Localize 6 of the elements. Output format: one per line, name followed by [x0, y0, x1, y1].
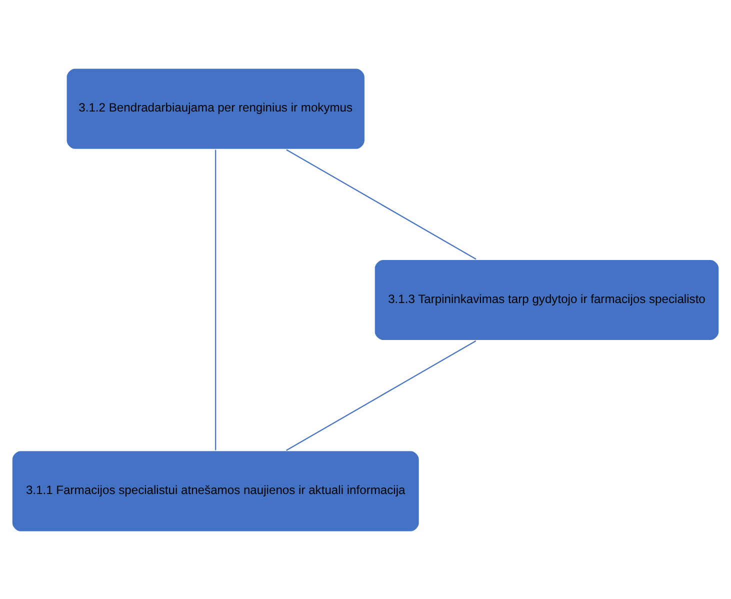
node-box: 3.1.1 Farmacijos specialistui atnešamos naujienos ir aktuali informacija [10, 449, 420, 532]
connector [215, 149, 216, 450]
connector [286, 340, 476, 450]
node-box: 3.1.3 Tarpininkavimas tarp gydytojo ir farmacijos specialisto [373, 258, 720, 342]
node-box: 3.1.2 Bendradarbiaujama per renginius ir mokymus [65, 66, 366, 150]
connector [286, 148, 476, 260]
